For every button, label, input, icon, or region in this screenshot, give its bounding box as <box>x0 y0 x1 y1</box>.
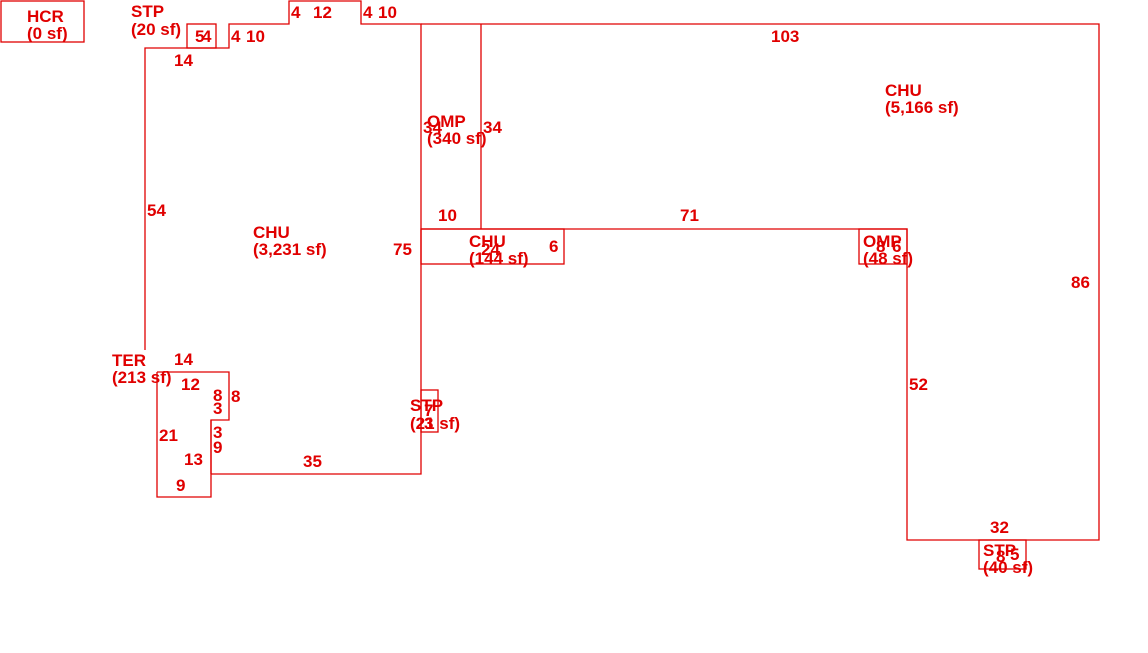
dimension-label: 6 <box>892 237 901 256</box>
dimension-label: 14 <box>174 51 193 70</box>
stp-mid-room-code: STP <box>410 396 443 415</box>
dimension-label: 14 <box>174 350 193 369</box>
dimension-label: 8 <box>996 547 1005 566</box>
omp-mid-room-code: OMP <box>427 112 466 131</box>
dimension-label: 34 <box>423 118 442 137</box>
dimension-label: 3 <box>424 414 433 433</box>
chu-main-room-area: (3,231 sf) <box>253 240 327 259</box>
stp-bottom-room-outline <box>978 539 1027 570</box>
dimension-label: 3 <box>213 423 222 442</box>
ter-room-code: TER <box>112 351 146 370</box>
dimension-label: 10 <box>438 206 457 225</box>
stp-mid-room-outline <box>420 389 439 433</box>
dimension-label: 86 <box>1071 273 1090 292</box>
chu-right-room-code: CHU <box>885 81 922 100</box>
dimension-label: 4 <box>363 3 373 22</box>
dimension-label: 7 <box>424 401 433 420</box>
omp-mid-room-area: (340 sf) <box>427 129 487 148</box>
stp-bottom-room-area: (40 sf) <box>983 558 1033 577</box>
hcr-room-area: (0 sf) <box>27 24 68 43</box>
stp-top-room-code: STP <box>131 2 164 21</box>
dimension-label: 8 <box>876 237 885 256</box>
dimension-label: 9 <box>176 476 185 495</box>
dimension-label: 8 <box>213 386 222 405</box>
dimension-label: 71 <box>680 206 699 225</box>
omp-small-room-outline <box>858 228 908 265</box>
chu-right-room-outline <box>421 23 1100 541</box>
chu-small-room-code: CHU <box>469 232 506 251</box>
dimension-label: 9 <box>213 438 222 457</box>
dimension-label: 54 <box>147 201 166 220</box>
dimension-label: 5 <box>1010 545 1019 564</box>
dimension-label: 21 <box>159 426 178 445</box>
chu-main-room-code: CHU <box>253 223 290 242</box>
stp-bottom-room-code: STP <box>983 541 1016 560</box>
dimension-label: 5 <box>195 27 204 46</box>
omp-small-room-code: OMP <box>863 232 902 251</box>
stp-top-room-area: (20 sf) <box>131 20 181 39</box>
dimension-label: 4 <box>231 27 241 46</box>
dimension-label: 75 <box>393 240 412 259</box>
dimension-label: 32 <box>990 518 1009 537</box>
dimension-label: 3 <box>213 399 222 418</box>
ter-room-area: (213 sf) <box>112 368 172 387</box>
dimension-label: 4 <box>202 27 212 46</box>
chu-small-room-area: (144 sf) <box>469 249 529 268</box>
hcr-room-code: HCR <box>27 7 64 26</box>
dimension-label: 12 <box>181 375 200 394</box>
chu-right-room-area: (5,166 sf) <box>885 98 959 117</box>
dimension-label: 13 <box>184 450 203 469</box>
dimension-label: 8 <box>231 387 240 406</box>
chu-small-room-outline <box>420 228 565 265</box>
dimension-label: 4 <box>291 3 301 22</box>
dimension-label: 35 <box>303 452 322 471</box>
stp-top-room-outline <box>186 23 217 49</box>
dimension-label: 10 <box>378 3 397 22</box>
dimension-label: 103 <box>771 27 799 46</box>
omp-small-room-area: (48 sf) <box>863 249 913 268</box>
dimension-label: 24 <box>481 240 500 259</box>
dimension-label: 6 <box>549 237 558 256</box>
dimension-label: 34 <box>483 118 502 137</box>
dimension-label: 10 <box>246 27 265 46</box>
dimension-label: 52 <box>909 375 928 394</box>
stp-mid-room-area: (21 sf) <box>410 414 460 433</box>
dimension-label: 12 <box>313 3 332 22</box>
hcr-room-outline <box>0 0 85 43</box>
